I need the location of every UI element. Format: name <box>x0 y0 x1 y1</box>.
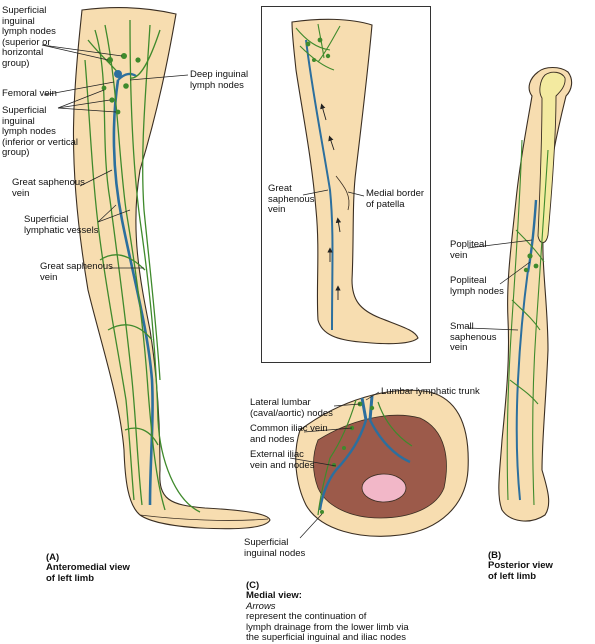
lymphatic-vessels-inset <box>295 23 341 71</box>
inguinal-nodes-inset <box>305 37 331 62</box>
leader-lines-b <box>467 239 533 331</box>
label-external-iliac: External iliac vein and nodes <box>250 449 315 471</box>
caption-c: (C) Medial view: Arrows represent the co… <box>246 570 486 644</box>
label-superficial-inguinal-c: Superficial inguinal nodes <box>244 537 306 559</box>
small-saphenous-vein <box>515 269 529 501</box>
iliac-lymph-c <box>317 399 413 516</box>
label-lateral-lumbar: Lateral lumbar (caval/aortic) nodes <box>250 397 333 419</box>
bladder <box>361 473 407 503</box>
label-superficial-lymphatic: Superficial lymphatic vessels <box>24 214 99 236</box>
leader-lines-inset <box>302 189 365 197</box>
label-great-saphenous-inset: Great saphenous vein <box>268 183 315 215</box>
label-deep-inguinal: Deep inguinal lymph nodes <box>190 69 249 91</box>
leg-posterior <box>498 66 573 522</box>
caption-a: (A) Anteromedial view of left limb <box>46 542 186 584</box>
leg-anteromedial <box>72 6 271 530</box>
leader-lines-c <box>289 391 380 539</box>
inset-frame <box>261 6 431 363</box>
label-superficial-inguinal-horizontal: Superficial inguinal lymph nodes (superi… <box>2 5 56 69</box>
pelvis-medial <box>295 389 469 537</box>
inguinal-nodes-a <box>101 53 141 115</box>
label-superficial-inguinal-vertical: Superficial inguinal lymph nodes (inferi… <box>2 105 79 158</box>
label-popliteal-vein: Popliteal vein <box>450 239 487 261</box>
caption-b: (B) Posterior view of left limb <box>488 540 592 582</box>
great-saphenous-vein-inset <box>305 39 334 331</box>
iliac-veins-c <box>318 419 411 511</box>
leader-lines-a <box>41 44 189 269</box>
label-medial-border-patella: Medial border of patella <box>366 188 425 210</box>
label-lumbar-trunk: Lumbar lymphatic trunk <box>381 386 480 397</box>
label-small-saphenous: Small saphenous vein <box>450 321 497 353</box>
label-common-iliac: Common iliac vein and nodes <box>250 423 328 445</box>
caption-b-text: Posterior view of left limb <box>488 560 553 582</box>
label-femoral-vein: Femoral vein <box>2 88 57 99</box>
label-popliteal-nodes: Popliteal lymph nodes <box>450 275 504 297</box>
caption-c-arrows: Arrows <box>246 600 276 612</box>
popliteal-vein <box>526 199 538 273</box>
lymphatic-vessels-b <box>506 139 549 506</box>
caption-b-letter: (B) <box>488 549 502 561</box>
leg-medial-inset <box>291 18 419 345</box>
caption-c-bold: Medial view: <box>246 590 302 601</box>
caption-c-letter: (C) <box>246 579 260 591</box>
label-great-saphenous-a2: Great saphenous vein <box>40 261 113 283</box>
flow-arrows-inset <box>320 103 342 300</box>
popliteal-nodes <box>523 253 539 273</box>
label-great-saphenous-a1: Great saphenous vein <box>12 177 85 199</box>
caption-a-letter: (A) <box>46 551 60 563</box>
caption-a-text: Anteromedial view of left limb <box>46 562 130 584</box>
lymphatic-drainage-figure <box>41 6 573 539</box>
caption-c-text: represent the continuation of lymph drai… <box>246 611 409 643</box>
